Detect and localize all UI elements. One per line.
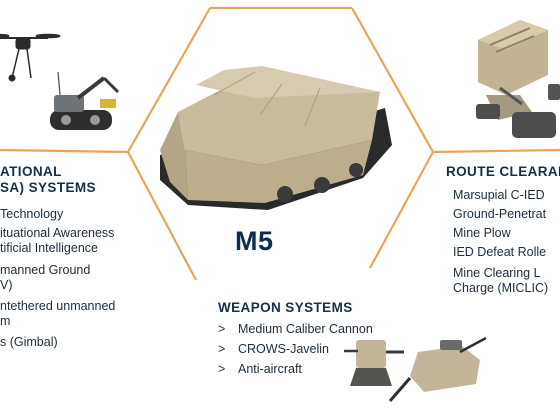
hexagon-upper-right-edge	[351, 7, 434, 153]
left-list-item: manned Ground	[0, 263, 91, 277]
hexagon-lower-right-edge	[369, 151, 434, 269]
left-list-item: Technology	[0, 207, 64, 221]
left-list-item: m	[0, 314, 11, 328]
left-list-item: ntethered unmanned	[0, 299, 116, 313]
weapon-list-marker: >	[218, 342, 226, 356]
weapon-list-item: CROWS-Javelin	[238, 342, 329, 356]
weapon-systems-equipment-icon	[344, 336, 487, 402]
left-divider-line	[0, 148, 129, 154]
left-list-item: V)	[0, 278, 13, 292]
left-panel-title-line2: SA) SYSTEMS	[0, 180, 96, 195]
right-list-item: Mine Plow	[453, 226, 511, 240]
weapon-list-item: Anti-aircraft	[238, 362, 302, 376]
route-clearance-equipment-icon	[476, 20, 560, 138]
weapon-list-item: Medium Caliber Cannon	[238, 322, 373, 336]
hexagon-lower-left-edge	[127, 151, 197, 281]
right-list-item: Mine Clearing L	[453, 266, 541, 280]
left-list-item: tificial Intelligence	[0, 241, 98, 255]
right-panel-title: ROUTE CLEARANC	[446, 164, 560, 179]
weapon-list-marker: >	[218, 362, 226, 376]
right-list-item: Charge (MICLIC)	[453, 281, 549, 295]
right-list-item: Marsupial C-IED	[453, 188, 545, 202]
quadcopter-drone-icon	[0, 33, 61, 82]
right-divider-line	[432, 148, 560, 154]
left-panel-title-line1: ATIONAL	[0, 164, 62, 179]
small-ground-robot-icon	[50, 71, 120, 130]
left-list-item: ituational Awareness	[0, 226, 115, 240]
left-list-item: s (Gimbal)	[0, 335, 58, 349]
hexagon-upper-left-edge	[127, 7, 211, 153]
m5-vehicle-icon	[160, 66, 392, 210]
right-list-item: IED Defeat Rolle	[453, 245, 547, 259]
hexagon-frame	[0, 6, 560, 281]
right-list-item: Ground-Penetrat	[453, 207, 547, 221]
weapon-list-marker: >	[218, 322, 226, 336]
weapon-systems-title: WEAPON SYSTEMS	[218, 300, 353, 315]
vehicle-label: M5	[235, 226, 274, 256]
